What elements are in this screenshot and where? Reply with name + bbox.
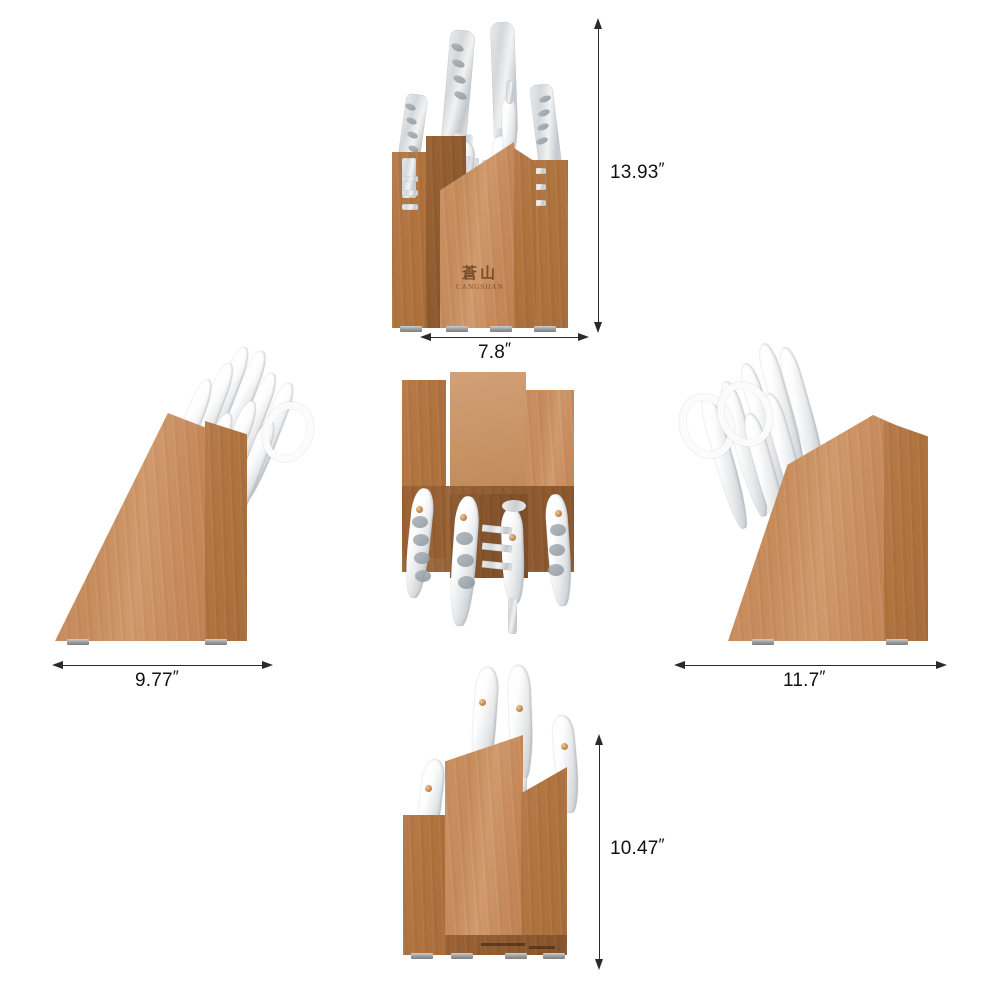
back-view-left-panel bbox=[403, 815, 447, 955]
block-right-face-left-view bbox=[205, 421, 247, 641]
block-foot bbox=[205, 639, 227, 645]
back-view-center-panel bbox=[445, 735, 523, 955]
block-foot bbox=[534, 326, 556, 332]
block-foot bbox=[411, 953, 433, 959]
back-view-base-groove bbox=[481, 943, 525, 946]
dimension-height-front-value: 13.93 bbox=[610, 162, 659, 183]
block-foot bbox=[446, 326, 468, 332]
back-view-right-panel bbox=[521, 767, 567, 955]
block-right-face-right-view bbox=[884, 421, 928, 641]
dimension-height-front-label: 13.93″ bbox=[610, 159, 665, 184]
block-front-right-face bbox=[514, 148, 536, 328]
inch-mark: ″ bbox=[172, 667, 179, 686]
block-foot bbox=[67, 639, 89, 645]
dimension-width-front-label: 7.8″ bbox=[478, 339, 512, 364]
dimension-depth-right-label: 11.7″ bbox=[783, 667, 826, 692]
block-foot bbox=[505, 953, 527, 959]
inch-mark: ″ bbox=[658, 835, 665, 854]
right-side-view bbox=[670, 335, 940, 660]
inch-mark: ″ bbox=[819, 667, 826, 686]
front-view: 蒼山 CANGSHAN bbox=[380, 8, 610, 338]
dimension-depth-left-label: 9.77″ bbox=[135, 667, 179, 692]
block-foot bbox=[451, 953, 473, 959]
block-body-left-view bbox=[55, 413, 221, 641]
top-view bbox=[398, 368, 598, 650]
brand-logo: 蒼山 CANGSHAN bbox=[452, 264, 508, 292]
dimension-width-front-value: 7.8 bbox=[478, 342, 506, 363]
left-side-view bbox=[45, 335, 323, 660]
block-foot bbox=[490, 326, 512, 332]
inch-mark: ″ bbox=[658, 159, 665, 178]
block-foot bbox=[886, 639, 908, 645]
block-foot bbox=[400, 326, 422, 332]
dimension-height-back-label: 10.47″ bbox=[610, 835, 665, 860]
dimension-depth-right-value: 11.7 bbox=[783, 670, 820, 691]
inch-mark: ″ bbox=[505, 339, 512, 358]
brand-logo-roman: CANGSHAN bbox=[456, 283, 504, 291]
dimension-height-back-value: 10.47 bbox=[610, 838, 659, 859]
block-foot bbox=[543, 953, 565, 959]
back-view bbox=[395, 655, 615, 975]
back-view-base-groove bbox=[529, 946, 555, 949]
block-foot bbox=[752, 639, 774, 645]
brand-logo-cjk: 蒼山 bbox=[461, 264, 498, 282]
dimension-depth-left-value: 9.77 bbox=[135, 670, 173, 691]
